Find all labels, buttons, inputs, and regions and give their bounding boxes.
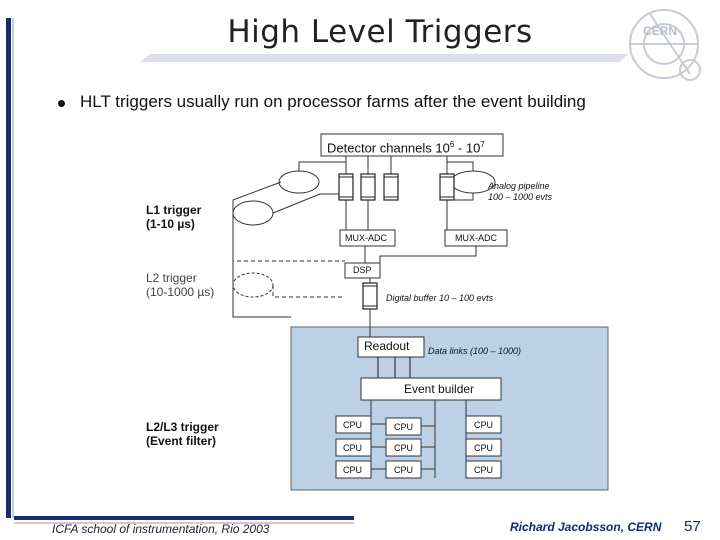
l1-trigger-label: L1 trigger (1-10 µs): [146, 203, 201, 231]
l23-trigger-line1: L2/L3 trigger: [146, 420, 219, 434]
analog-pipeline-label: Analog pipeline 100 – 1000 evts: [488, 181, 552, 203]
l1-trigger-line1: L1 trigger: [146, 203, 202, 217]
dsp-box: [344, 262, 381, 279]
l2-trigger-line2: (10-1000 µs): [146, 285, 215, 299]
cpu-label: CPU: [474, 420, 494, 430]
cpu-label: CPU: [474, 465, 494, 475]
mux-adc-label-2: MUX-ADC: [455, 233, 497, 243]
pipeline-cell-1: [338, 173, 354, 201]
detector-channels-label: Detector channels 106 - 107: [327, 138, 485, 155]
readout-box: [357, 336, 425, 358]
event-builder-label: Event builder: [404, 382, 475, 396]
l23-trigger-label: L2/L3 trigger (Event filter): [146, 420, 219, 448]
bottom-shadow-bar: [14, 522, 354, 524]
cpu-label: CPU: [343, 420, 363, 430]
detector-separator: - 10: [454, 140, 481, 156]
cpu-label: CPU: [474, 443, 494, 453]
detector-exponent-1: 6: [449, 140, 455, 149]
dsp-label: DSP: [353, 265, 372, 275]
l23-trigger-line2: (Event filter): [146, 434, 217, 448]
footer-author: Richard Jacobsson, CERN: [510, 520, 662, 534]
cern-logo-text: CERN: [643, 24, 678, 38]
cpu-label: CPU: [394, 465, 414, 475]
cpu-label: CPU: [394, 422, 414, 432]
mux-adc-label-1: MUX-ADC: [345, 233, 387, 243]
left-shadow-bar: [12, 18, 14, 518]
bottom-accent-bar: [14, 516, 354, 520]
cpu-label: CPU: [343, 443, 363, 453]
detector-exponent-2: 7: [480, 140, 485, 149]
l2-trigger-label: L2 trigger (10-1000 µs): [146, 271, 214, 299]
page-number: 57: [684, 518, 701, 535]
pipeline-cell-4: [439, 173, 455, 201]
digital-buffer-label: Digital buffer 10 – 100 evts: [386, 293, 494, 303]
analog-pipeline-line2: 100 – 1000 evts: [488, 192, 553, 202]
cpu-label: CPU: [343, 465, 363, 475]
cern-logo: [629, 9, 701, 81]
analog-pipeline-line1: Analog pipeline: [488, 181, 550, 191]
cpu-label: CPU: [394, 443, 414, 453]
cpu-box: [465, 415, 502, 434]
cpu-box: [465, 460, 502, 479]
l2-trigger-node: [232, 272, 274, 298]
left-accent-bar: [6, 18, 11, 518]
title-underline: [140, 54, 628, 62]
pipeline-cell-2: [360, 173, 376, 201]
pipeline-cell-3: [383, 173, 399, 201]
readout-label: Readout: [364, 339, 410, 353]
detector-channels-text: Detector channels 10: [327, 140, 450, 156]
cpu-box: [465, 438, 502, 457]
data-links-label: Data links (100 – 1000): [428, 346, 522, 356]
detector-channels-box: [320, 133, 504, 157]
slide-title: High Level Triggers: [227, 14, 533, 50]
front-end-circle-1: [278, 170, 320, 194]
mux-adc-box-1: [339, 229, 396, 247]
footer-event-name: ICFA school of instrumentation, Rio 2003: [52, 522, 270, 536]
digital-buffer-cell: [362, 282, 378, 310]
l1-trigger-node: [232, 200, 274, 226]
event-builder-box: [360, 377, 502, 401]
l1-trigger-line2: (1-10 µs): [146, 217, 195, 231]
l2-trigger-line1: L2 trigger: [146, 271, 197, 285]
bullet-dot: [58, 100, 65, 107]
bullet-text: HLT triggers usually run on processor fa…: [80, 92, 586, 111]
